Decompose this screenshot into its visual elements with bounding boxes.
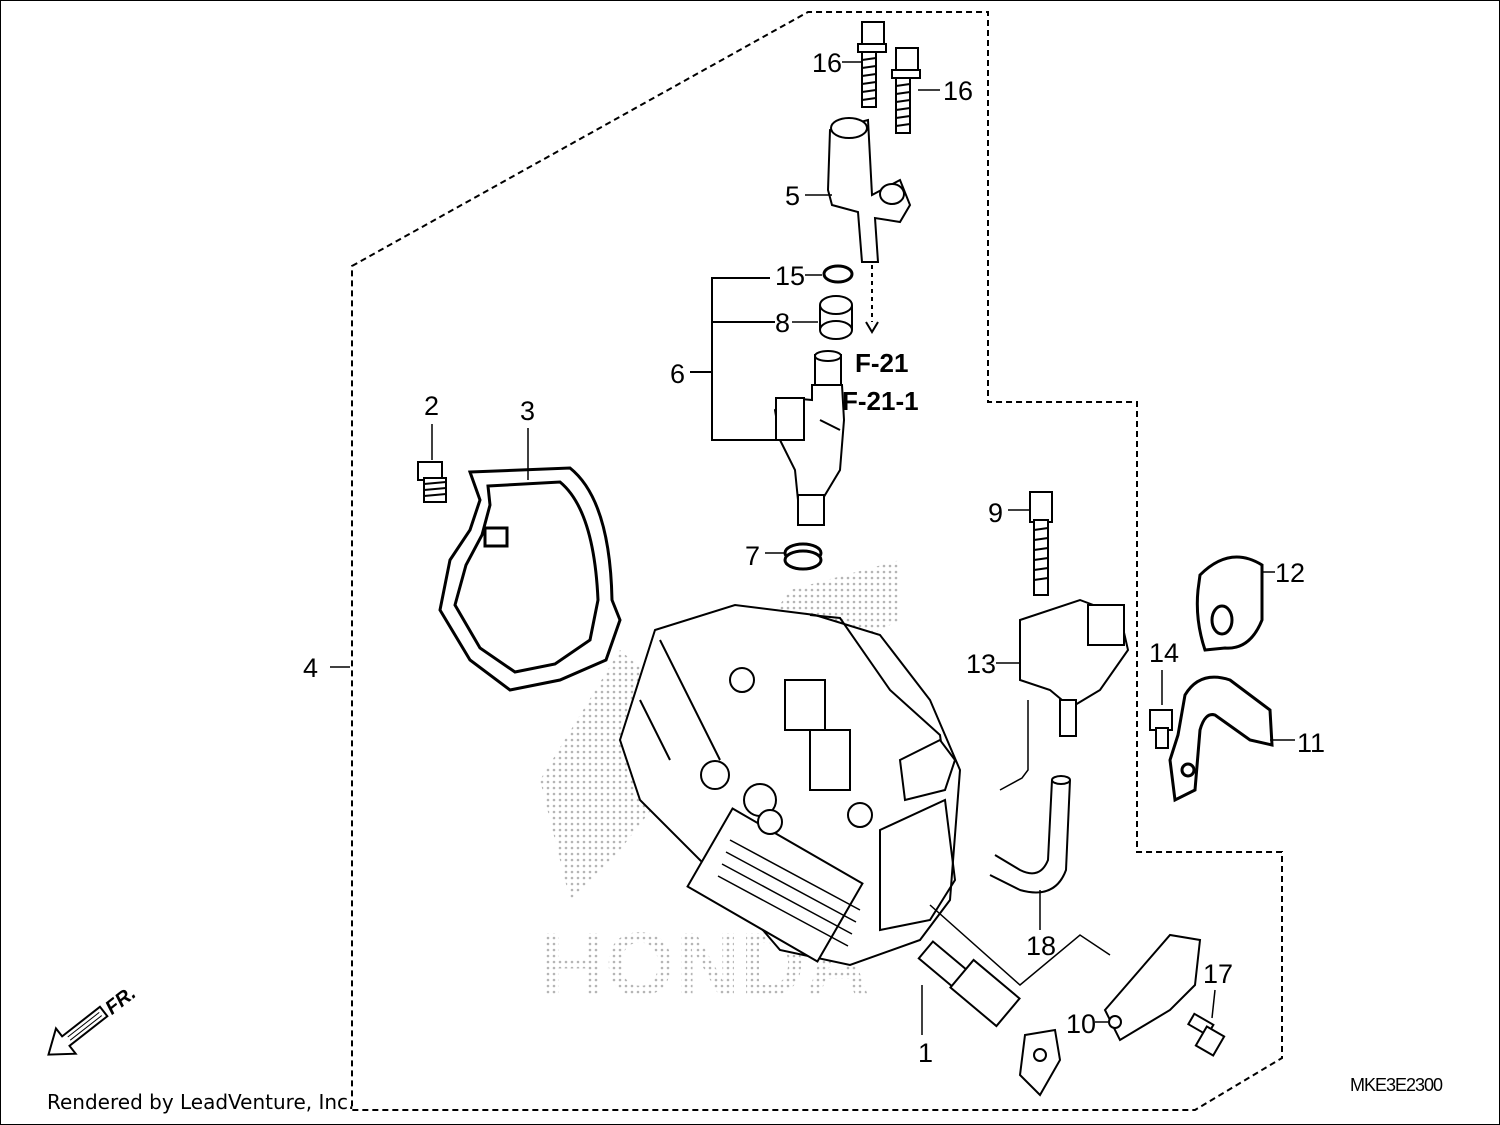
callout-14: 14 — [1149, 638, 1179, 668]
reference-f21-1[interactable]: F-21-1 — [842, 386, 919, 416]
fuel-joint-5 — [826, 117, 912, 334]
leader-lines — [330, 61, 1295, 1035]
clamp-12 — [1195, 555, 1264, 652]
callout-13: 13 — [966, 649, 996, 679]
reference-f21[interactable]: F-21 — [855, 348, 908, 378]
screw-17 — [1186, 1012, 1226, 1057]
bolt-14 — [1149, 709, 1173, 749]
front-direction-arrow: FR. — [47, 982, 140, 1056]
direction-label: FR. — [101, 982, 140, 1019]
callout-16-right: 16 — [943, 76, 973, 106]
bolt-9 — [1029, 491, 1053, 596]
o-ring-15 — [822, 264, 854, 284]
callout-9: 9 — [988, 498, 1003, 528]
callout-5: 5 — [785, 181, 800, 211]
cover-gasket-3 — [438, 466, 622, 692]
callout-18: 18 — [1026, 931, 1056, 961]
seal-ring-8 — [819, 295, 853, 340]
clamp-11 — [1168, 675, 1274, 803]
bolt-16-left — [857, 21, 887, 108]
map-sensor-13 — [1019, 598, 1130, 737]
callout-17: 17 — [1203, 959, 1233, 989]
hose-18 — [989, 700, 1071, 894]
callout-6: 6 — [670, 359, 685, 389]
credit-text: Rendered by LeadVenture, Inc. — [47, 1090, 355, 1114]
callout-8: 8 — [775, 308, 790, 338]
screw-2 — [417, 461, 447, 503]
callout-1: 1 — [918, 1038, 933, 1068]
callout-12: 12 — [1275, 558, 1305, 588]
o-ring-7 — [783, 542, 823, 571]
diagram-code: MKE3E2300 — [1350, 1075, 1443, 1095]
bracket-10 — [1103, 933, 1202, 1042]
callout-3: 3 — [520, 396, 535, 426]
throttle-body-4 — [618, 603, 962, 967]
callout-15: 15 — [775, 261, 805, 291]
injector-6 — [773, 350, 846, 526]
callout-10: 10 — [1066, 1009, 1096, 1039]
callouts: 1 2 3 4 5 6 7 8 9 10 11 12 13 14 15 16 1… — [303, 48, 1325, 1068]
callout-16-left: 16 — [812, 48, 842, 78]
callout-4: 4 — [303, 653, 318, 683]
callout-7: 7 — [745, 541, 760, 571]
assembly-boundary — [351, 11, 1283, 1111]
bolt-16-right — [891, 47, 921, 134]
callout-2: 2 — [424, 391, 439, 421]
leader-bracket-6 — [690, 277, 778, 441]
idle-screw-1 — [917, 940, 1062, 1097]
callout-11: 11 — [1297, 728, 1325, 758]
